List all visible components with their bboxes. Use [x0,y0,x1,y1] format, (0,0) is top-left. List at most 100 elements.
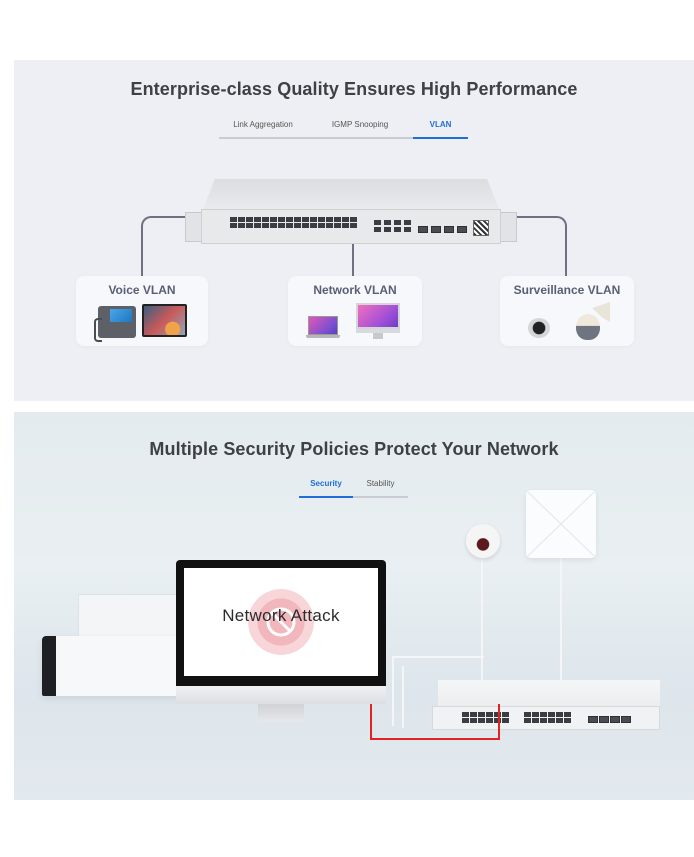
ethernet-port [564,718,571,723]
vlan-card-title: Voice VLAN [108,283,176,297]
tab-stability[interactable]: Stability [366,479,395,488]
monitor-screen: Network Attack [184,568,378,676]
port-group-3 [374,220,412,232]
ethernet-port [262,217,269,222]
ethernet-port [462,718,469,723]
ethernet-port [238,223,245,228]
feature-tabs: Link Aggregation IGMP Snooping VLAN [219,120,468,139]
port-group-1 [230,217,293,228]
ethernet-port [478,718,485,723]
tab-link-aggregation[interactable]: Link Aggregation [233,120,293,129]
ethernet-port [246,217,253,222]
security-section: Multiple Security Policies Protect Your … [14,412,694,800]
ethernet-port [278,223,285,228]
feature-tabs: Security Stability [299,479,408,498]
tab-vlan[interactable]: VLAN [413,120,468,139]
ethernet-port [494,718,501,723]
dome-camera-icon [528,318,550,338]
tab-security[interactable]: Security [299,479,353,498]
camera-cable-down [392,656,394,726]
ethernet-port [286,217,293,222]
attack-path-wire [370,704,500,740]
connector-line-left [141,216,188,278]
sfp-port [621,716,631,723]
sfp-port [418,226,428,233]
qr-code-icon [473,220,489,236]
ethernet-port [524,718,531,723]
ethernet-port [342,223,349,228]
ethernet-port [540,712,547,717]
ethernet-port [478,712,485,717]
network-switch-image [432,680,660,736]
ethernet-port [374,220,381,225]
ethernet-port [532,718,539,723]
ethernet-port [270,217,277,222]
ethernet-port [318,217,325,222]
network-attack-label: Network Attack [222,606,340,625]
ethernet-port [294,223,301,228]
ethernet-port [270,223,277,228]
ethernet-port [310,217,317,222]
rack-ear-right [500,212,517,242]
ethernet-port [326,217,333,222]
ethernet-port [246,223,253,228]
connector-line-middle [352,244,354,278]
ethernet-port [404,220,411,225]
sfp-port-group [588,716,631,723]
ethernet-port [532,712,539,717]
tab-igmp-snooping[interactable]: IGMP Snooping [331,120,389,129]
ethernet-port [384,227,391,232]
vlan-card-network: Network VLAN [288,276,422,346]
vlan-card-surveillance: Surveillance VLAN [500,276,634,346]
ethernet-port [404,227,411,232]
monitor-image: Network Attack [176,560,386,740]
access-point-image [526,490,596,558]
ethernet-port [462,712,469,717]
connector-line-right [515,216,567,278]
ethernet-port [502,712,509,717]
ptz-camera-icon [574,302,610,340]
ethernet-port [254,223,261,228]
ethernet-port [556,718,563,723]
sfp-port [588,716,598,723]
sfp-port [444,226,454,233]
ethernet-port [318,223,325,228]
ethernet-port [494,712,501,717]
ethernet-port [564,712,571,717]
ethernet-port [556,712,563,717]
ethernet-port [238,217,245,222]
ip-phone-icon [94,306,136,342]
rack-ear-left [185,212,202,242]
port-group-2 [294,217,357,228]
section-title: Multiple Security Policies Protect Your … [149,439,559,459]
port-group-2 [524,712,571,723]
camera-cable-horizontal [392,656,484,658]
switch-top-panel [203,179,499,209]
ethernet-port [334,217,341,222]
sfp-port [457,226,467,233]
ethernet-port [342,217,349,222]
sfp-port-group [418,226,467,233]
ethernet-port [294,217,301,222]
ethernet-port [470,718,477,723]
ethernet-port [230,223,237,228]
ethernet-port [302,223,309,228]
vlan-card-title: Surveillance VLAN [513,283,621,297]
ethernet-port [394,220,401,225]
wall-camera-image [466,524,500,558]
ethernet-port [384,220,391,225]
laptop-icon [306,316,340,338]
performance-section: Enterprise-class Quality Ensures High Pe… [14,60,694,401]
ethernet-port [486,712,493,717]
ethernet-port [394,227,401,232]
ethernet-port [350,223,357,228]
vlan-card-title: Network VLAN [313,283,397,297]
ethernet-port [310,223,317,228]
camera-cable [481,558,483,688]
sfp-port [610,716,620,723]
ethernet-port [524,712,531,717]
ethernet-port [350,217,357,222]
ethernet-port [254,217,261,222]
ethernet-port [548,712,555,717]
prohibited-icon [248,589,314,655]
